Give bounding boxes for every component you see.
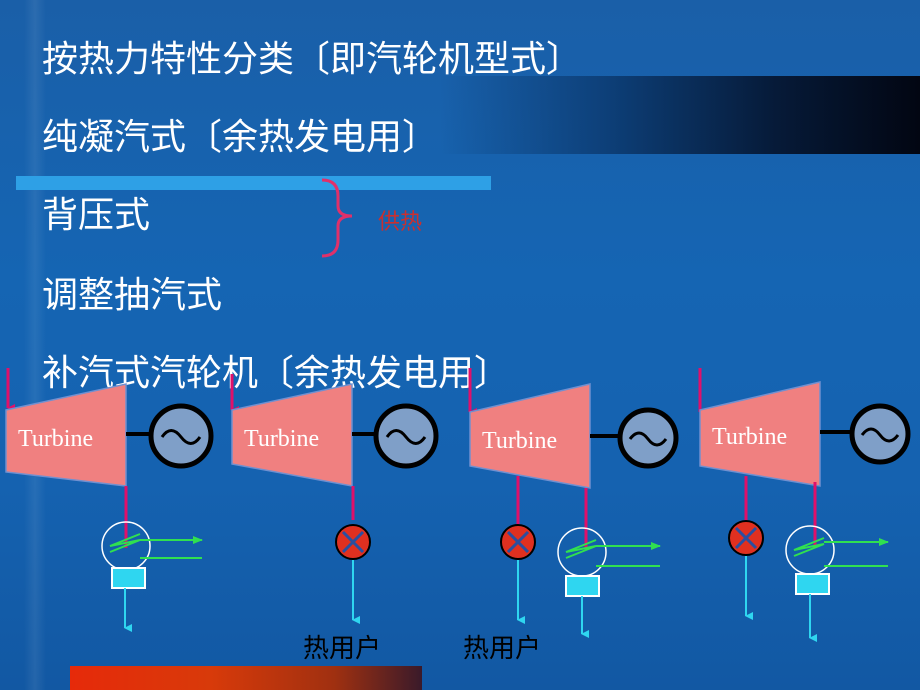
- light-blue-bar: [16, 176, 491, 190]
- heat-supply-label: 供热: [378, 210, 423, 235]
- unit-extraction: Turbine: [468, 368, 679, 638]
- turbine-body: [469, 383, 591, 489]
- heading-classification: 按热力特性分类〔即汽轮机型式〕: [42, 39, 583, 80]
- heat-user-label: 热用户: [303, 634, 382, 664]
- turbine-label: Turbine: [712, 424, 787, 450]
- item-back-pressure: 背压式: [42, 195, 151, 236]
- unit-admission: Turbine: [698, 368, 911, 642]
- heat-user-label: 热用户: [463, 634, 542, 664]
- background-stripe: [24, 0, 46, 690]
- heat-supply-brace: [321, 178, 353, 258]
- item-extraction: 调整抽汽式: [42, 275, 223, 316]
- hotwell-box: [795, 573, 830, 595]
- turbine-label: Turbine: [482, 428, 557, 454]
- turbine-label: Turbine: [244, 426, 319, 452]
- dark-band-decoration: [440, 76, 920, 154]
- hotwell-box: [565, 575, 600, 597]
- item-condensing: 纯凝汽式〔余热发电用〕: [42, 117, 439, 158]
- unit-back-pressure: Turbine: [230, 374, 439, 624]
- turbine-label: Turbine: [18, 426, 93, 452]
- hotwell-box: [111, 567, 146, 589]
- bottom-red-bar: [70, 666, 422, 690]
- turbine-body: [699, 381, 821, 487]
- unit-condensing: Turbine: [5, 368, 214, 632]
